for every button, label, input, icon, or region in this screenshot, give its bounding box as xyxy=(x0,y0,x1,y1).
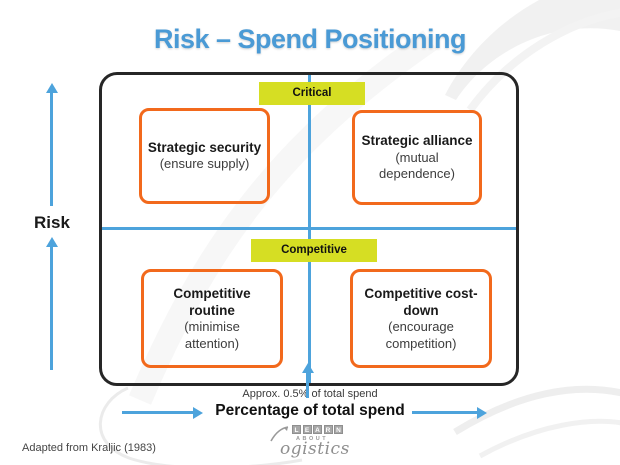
quadrant-title: Strategic alliance xyxy=(361,133,473,149)
quadrant-competitive-routine: Competitive routine (minimise attention) xyxy=(141,269,283,368)
competitive-tag: Competitive xyxy=(251,239,377,262)
x-axis-arrow-right xyxy=(412,411,478,414)
quadrant-title: Competitive cost-down xyxy=(364,285,478,318)
logo-learn-about-logistics: L E A R N ABOUT ogistics xyxy=(268,421,388,465)
matrix-frame: Critical Competitive Strategic security … xyxy=(99,72,519,386)
risk-axis-arrow-upper xyxy=(50,92,53,206)
x-axis-label: Percentage of total spend xyxy=(215,402,405,419)
quadrant-title: Strategic security xyxy=(147,140,262,156)
source-citation: Adapted from Kraljic (1983) xyxy=(22,442,156,454)
quadrant-subtitle: (ensure supply) xyxy=(159,156,250,172)
risk-axis-arrow-lower xyxy=(50,246,53,370)
x-axis-annotation: Approx. 0.5% of total spend xyxy=(242,388,378,400)
quadrant-competitive-cost-down: Competitive cost-down (encourage competi… xyxy=(350,269,492,368)
logo-learn-letters: L E A R N xyxy=(292,425,343,434)
page-title: Risk – Spend Positioning xyxy=(153,24,467,54)
logo-letter: N xyxy=(334,425,343,434)
logo-letter: A xyxy=(313,425,322,434)
quadrant-strategic-alliance: Strategic alliance (mutual dependence) xyxy=(352,110,482,205)
logo-letter: E xyxy=(302,425,312,434)
quadrant-strategic-security: Strategic security (ensure supply) xyxy=(139,108,270,204)
x-axis-arrow-left xyxy=(122,411,194,414)
half-percent-marker-arrow xyxy=(306,372,309,398)
logo-logistics-text: ogistics xyxy=(280,439,350,459)
quadrant-subtitle: (encourage competition) xyxy=(385,319,457,351)
logo-about-text: ABOUT xyxy=(296,436,329,442)
matrix-horizontal-divider xyxy=(102,227,516,230)
y-axis-label: Risk xyxy=(34,213,70,232)
logo-letter: R xyxy=(323,425,333,434)
quadrant-subtitle: (minimise attention) xyxy=(184,319,240,351)
critical-tag: Critical xyxy=(259,82,365,105)
quadrant-subtitle: (mutual dependence) xyxy=(379,149,455,182)
logo-letter: L xyxy=(292,425,301,434)
logo-arrow-icon xyxy=(270,426,289,442)
quadrant-title: Competitive routine xyxy=(173,285,251,318)
